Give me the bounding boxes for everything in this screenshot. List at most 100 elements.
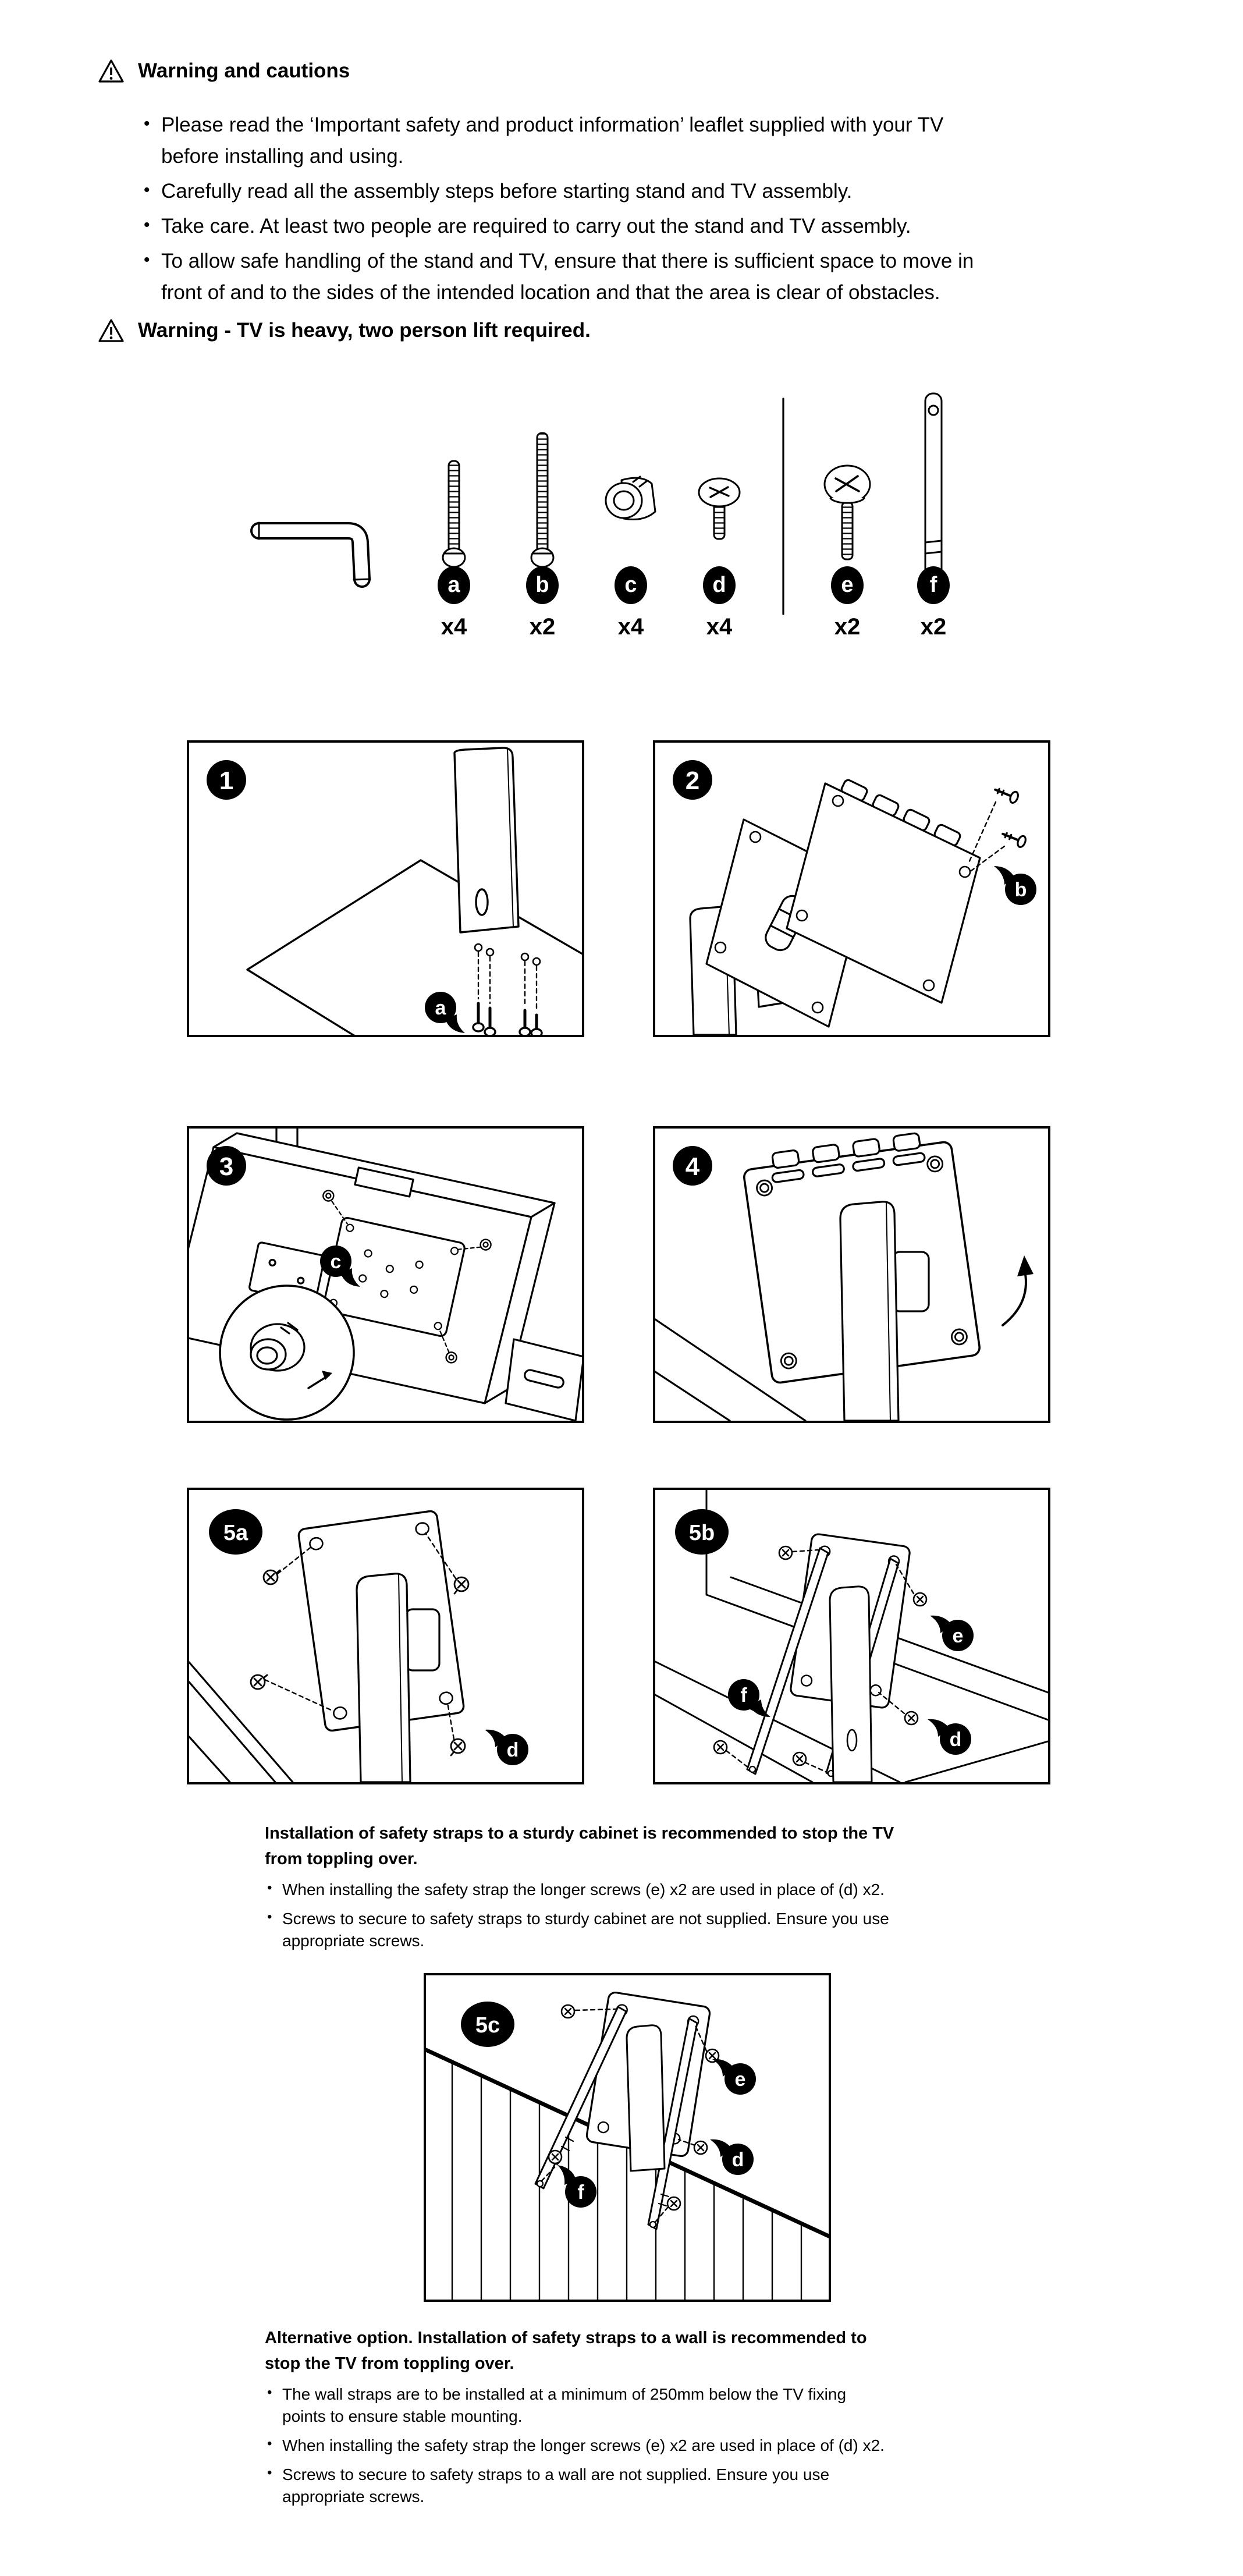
warning-bullet: • Please read the ‘Important safety and p… bbox=[138, 109, 1134, 172]
svg-text:e: e bbox=[735, 2068, 746, 2091]
svg-text:a: a bbox=[435, 997, 447, 1019]
step-1-diagram: 1 a bbox=[207, 747, 582, 1035]
part-d-screw-icon bbox=[698, 477, 741, 540]
screws-d bbox=[250, 1569, 470, 1757]
step-4-diagram: 4 bbox=[655, 1132, 1034, 1421]
part-qty-f: x2 bbox=[920, 614, 947, 640]
warning-triangle-icon bbox=[98, 318, 125, 346]
wall-note-title: Alternative option. Installation of safe… bbox=[265, 2329, 867, 2373]
svg-text:5a: 5a bbox=[223, 1521, 248, 1545]
label-badge-d: d bbox=[928, 1719, 971, 1755]
warning-bullet: • Take care. At least two people are requ… bbox=[138, 211, 1134, 242]
part-badge-d: d bbox=[703, 566, 736, 604]
warnings-section: Warning and cautions • Please read the ‘I… bbox=[98, 58, 1134, 346]
svg-text:c: c bbox=[331, 1251, 342, 1273]
bullet-dot: • bbox=[144, 114, 150, 133]
label-badge-e: e bbox=[930, 1615, 974, 1651]
cabinet-strap-note: Installation of safety straps to a sturd… bbox=[265, 1821, 1091, 1952]
bullet-dot: • bbox=[144, 215, 150, 235]
step-badge: 2 bbox=[673, 760, 712, 800]
step-3-diagram: 3 c bbox=[189, 1129, 582, 1421]
step-2-diagram: 2 b bbox=[673, 760, 1036, 1035]
warning-bullet-text: Please read the ‘Important safety and pr… bbox=[161, 113, 944, 168]
step-5b-panel: 5b f e d bbox=[653, 1488, 1050, 1784]
bullet-dot: • bbox=[144, 180, 150, 200]
part-badge-c: c bbox=[615, 566, 647, 604]
part-qty-d: x4 bbox=[706, 614, 733, 640]
step-2-panel: 2 b bbox=[653, 740, 1050, 1037]
step-badge: 5a bbox=[209, 1509, 262, 1555]
label-badge-a: a bbox=[425, 992, 465, 1033]
svg-text:5c: 5c bbox=[475, 2013, 500, 2038]
screws bbox=[548, 2004, 720, 2211]
part-e-screw-icon bbox=[823, 464, 871, 560]
part-qty-b: x2 bbox=[529, 614, 556, 640]
screws-b bbox=[994, 787, 1027, 849]
step-5c-panel: 5c e d f bbox=[424, 1973, 831, 2302]
step-5b-diagram: 5b f e d bbox=[655, 1490, 1048, 1782]
svg-text:4: 4 bbox=[686, 1152, 700, 1181]
part-qty-c: x4 bbox=[617, 614, 644, 640]
part-b-bolt-icon bbox=[530, 432, 555, 568]
svg-text:d: d bbox=[732, 2149, 744, 2171]
step-4-panel: 4 bbox=[653, 1126, 1050, 1423]
svg-text:2: 2 bbox=[686, 767, 699, 795]
part-badge-b: b bbox=[526, 566, 559, 604]
heavy-warning-text: Warning - TV is heavy, two person lift r… bbox=[138, 319, 591, 342]
svg-text:d: d bbox=[950, 1729, 962, 1751]
svg-text:f: f bbox=[740, 1684, 747, 1706]
label-badge-d: d bbox=[710, 2139, 754, 2175]
part-f-strap-icon bbox=[924, 392, 943, 594]
part-c-spacer-icon bbox=[605, 476, 656, 520]
warnings-title: Warning and cautions bbox=[138, 59, 350, 82]
bullet-dot: • bbox=[144, 250, 150, 269]
warnings-bullet-list: • Please read the ‘Important safety and p… bbox=[138, 109, 1134, 308]
svg-text:f: f bbox=[577, 2181, 584, 2204]
cabinet-note-bullet: •When installing the safety strap the lo… bbox=[267, 1880, 885, 1899]
step-badge: 1 bbox=[207, 760, 246, 800]
parts-diagram bbox=[250, 392, 943, 615]
wall-strap-note: Alternative option. Installation of safe… bbox=[265, 2325, 1091, 2508]
part-badge-a: a bbox=[438, 566, 470, 604]
step-5c-diagram: 5c e d f bbox=[426, 1991, 829, 2300]
warning-bullet-text: To allow safe handling of the stand and … bbox=[161, 250, 974, 304]
part-badge-f: f bbox=[917, 566, 950, 604]
svg-text:1: 1 bbox=[219, 767, 233, 795]
wall-note-bullet: •When installing the safety strap the lo… bbox=[267, 2436, 885, 2454]
part-qty-a: x4 bbox=[441, 614, 467, 640]
step-badge: 5b bbox=[675, 1509, 729, 1555]
step-5a-panel: 5a d bbox=[187, 1488, 584, 1784]
label-badge-c: c bbox=[320, 1246, 360, 1287]
part-a-bolt-icon bbox=[442, 460, 466, 568]
step-3-panel: 3 c bbox=[187, 1126, 584, 1423]
screws bbox=[713, 1545, 928, 1766]
cabinet-note-title: Installation of safety straps to a sturd… bbox=[265, 1824, 894, 1868]
warning-bullet-text: Carefully read all the assembly steps be… bbox=[161, 180, 853, 203]
step-badge: 4 bbox=[673, 1146, 712, 1186]
label-badge-f: f bbox=[557, 2165, 596, 2208]
allen-key-icon bbox=[250, 521, 371, 588]
warning-bullet: • Carefully read all the assembly steps b… bbox=[138, 176, 1134, 207]
part-badge-e: e bbox=[831, 566, 864, 604]
svg-text:d: d bbox=[507, 1739, 519, 1761]
step-5a-diagram: 5a d bbox=[189, 1509, 528, 1782]
step-badge: 3 bbox=[207, 1146, 246, 1186]
warning-bullet: • To allow safe handling of the stand and… bbox=[138, 246, 1134, 308]
step-badge: 5c bbox=[461, 2002, 514, 2047]
svg-text:e: e bbox=[953, 1625, 964, 1647]
label-badge-b: b bbox=[994, 866, 1036, 905]
svg-text:5b: 5b bbox=[689, 1521, 715, 1545]
label-badge-f: f bbox=[728, 1679, 770, 1717]
wall-note-bullet: •The wall straps are to be installed at … bbox=[267, 2385, 847, 2425]
wall-note-bullet: •Screws to secure to safety straps to a … bbox=[267, 2465, 830, 2506]
svg-text:b: b bbox=[1015, 879, 1027, 901]
label-badge-d: d bbox=[485, 1729, 528, 1765]
label-badge-e: e bbox=[712, 2059, 756, 2095]
heavy-warning-row: Warning - TV is heavy, two person lift r… bbox=[98, 318, 1134, 346]
warning-bullet-text: Take care. At least two people are requi… bbox=[161, 215, 911, 237]
warning-triangle-icon bbox=[98, 59, 125, 86]
part-qty-e: x2 bbox=[834, 614, 861, 640]
cabinet-note-bullet: •Screws to secure to safety straps to st… bbox=[267, 1909, 889, 1950]
step-1-panel: 1 a bbox=[187, 740, 584, 1037]
screws-a bbox=[472, 1002, 543, 1035]
